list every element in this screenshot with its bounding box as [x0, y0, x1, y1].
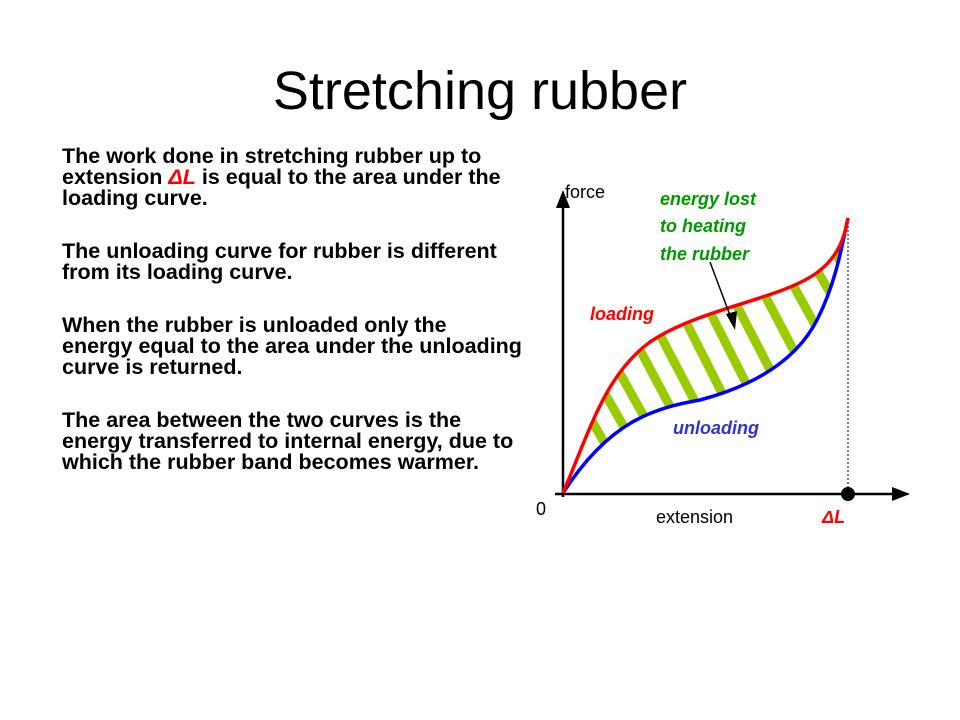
- loading-label: loading: [590, 304, 654, 324]
- body-text: The work done in stretching rubber up to…: [62, 144, 522, 505]
- paragraph-energy-returned: When the rubber is unloaded only the ene…: [62, 313, 522, 379]
- unloading-curve: [561, 217, 850, 494]
- energy-label-line-3: the rubber: [660, 244, 750, 264]
- energy-arrow-head: [726, 311, 737, 330]
- delta-l-point: [841, 487, 855, 501]
- energy-arrow-line: [709, 261, 732, 319]
- x-axis-arrowhead: [892, 487, 910, 501]
- energy-label-line-2: to heating: [660, 216, 746, 236]
- hatch-line: [824, 237, 848, 303]
- paragraph-work-done: The work done in stretching rubber up to…: [62, 144, 522, 210]
- delta-l-symbol: ΔL: [168, 165, 196, 189]
- paragraph-energy-transferred: The area between the two curves is the e…: [62, 408, 514, 474]
- x-axis-label: extension: [656, 507, 733, 527]
- slide-title: Stretching rubber: [272, 61, 688, 121]
- paragraph-unloading-curve: The unloading curve for rubber is differ…: [62, 239, 497, 284]
- y-axis-arrowhead: [556, 190, 570, 208]
- axes: [555, 190, 910, 501]
- paragraph-work-done-end: is equal to the area under the loading c…: [62, 165, 501, 210]
- y-axis-label: force: [565, 182, 605, 202]
- unloading-label: unloading: [673, 418, 759, 438]
- loading-curve: [561, 217, 850, 494]
- delta-l-label: ΔL: [821, 507, 845, 527]
- paragraph-work-done-start: The work done in stretching rubber up to…: [62, 144, 482, 189]
- hatch-line: [680, 317, 733, 408]
- hatch-line: [705, 309, 757, 398]
- origin-label: 0: [536, 499, 546, 519]
- energy-label-line-1: energy lost: [660, 189, 757, 209]
